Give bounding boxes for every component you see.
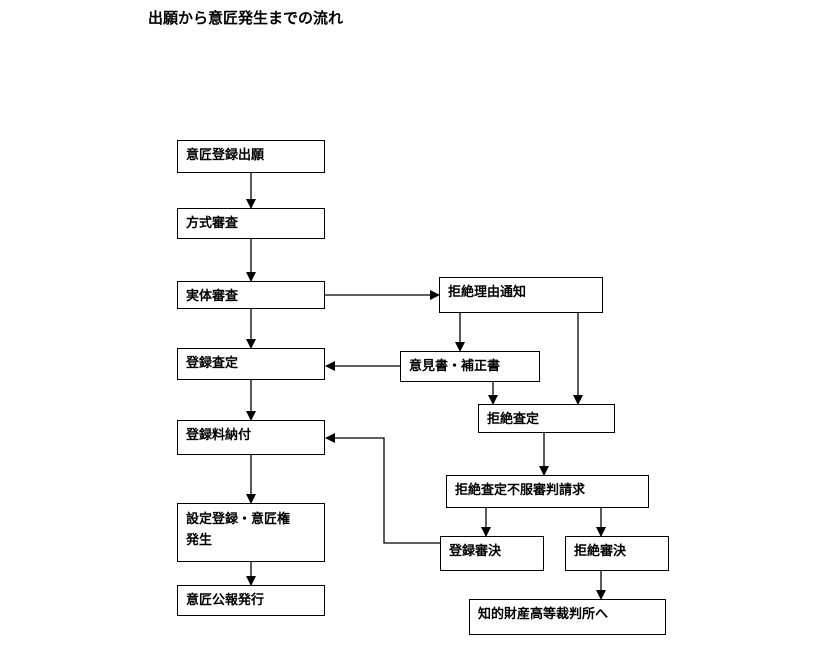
node-rejection-decision: 拒絶査定 bbox=[478, 404, 615, 433]
node-substantive-examination: 実体審査 bbox=[177, 281, 325, 309]
node-establishment-registration: 設定登録・意匠権 発生 bbox=[177, 503, 325, 562]
node-ip-high-court: 知的財産高等裁判所へ bbox=[469, 599, 666, 635]
node-gazette-publication: 意匠公報発行 bbox=[177, 585, 325, 616]
node-rejection-trial: 拒絶審決 bbox=[565, 536, 669, 571]
node-rejection-notice: 拒絶理由通知 bbox=[439, 277, 603, 313]
page-title: 出願から意匠発生までの流れ bbox=[148, 9, 344, 27]
node-fee-payment: 登録料納付 bbox=[177, 420, 325, 455]
node-registration-decision: 登録査定 bbox=[177, 348, 325, 380]
node-registration-trial: 登録審決 bbox=[440, 536, 544, 571]
node-appeal-request: 拒絶査定不服審判請求 bbox=[446, 475, 649, 508]
node-design-application: 意匠登録出願 bbox=[177, 140, 325, 173]
arrow-registration-trial-to-fee bbox=[325, 433, 440, 544]
node-opinion-amendment: 意見書・補正書 bbox=[400, 351, 540, 382]
node-formality-examination: 方式審査 bbox=[177, 208, 325, 239]
